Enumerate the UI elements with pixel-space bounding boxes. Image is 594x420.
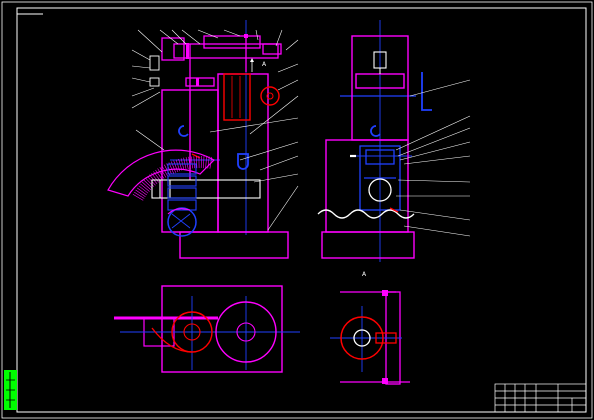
dial-tick xyxy=(193,156,195,169)
title-block xyxy=(494,383,587,413)
lower-wheel-arm xyxy=(167,208,191,215)
dial-tick xyxy=(175,159,181,172)
section-a-clamp xyxy=(375,332,397,344)
lower-gear-stack xyxy=(167,163,197,211)
dial-tick xyxy=(136,187,147,196)
dial-tick xyxy=(155,169,163,180)
front-view-arrow-label: A xyxy=(262,61,267,68)
front-hook-left xyxy=(178,125,189,137)
dial-tick xyxy=(188,156,191,169)
plan-view xyxy=(114,285,300,373)
dial-tick xyxy=(205,156,207,169)
side-gear-block xyxy=(359,145,401,211)
dial-tick xyxy=(159,167,167,178)
side-wheel xyxy=(368,178,392,202)
dial-tick xyxy=(147,176,156,186)
side-leaders xyxy=(395,79,471,237)
dial-tick xyxy=(190,156,193,169)
dial-tick xyxy=(138,185,149,194)
side-hook xyxy=(370,125,381,137)
dial-tick xyxy=(171,161,176,173)
dial-tick xyxy=(173,160,178,173)
dial-tick xyxy=(135,189,146,197)
dial-tick xyxy=(185,157,189,170)
dial-tick xyxy=(149,174,158,184)
plan-base xyxy=(161,285,283,373)
front-leaders xyxy=(131,29,299,231)
dial-tick xyxy=(203,156,205,169)
inner-border xyxy=(16,7,587,413)
dial-tick xyxy=(151,172,160,183)
dial-tick xyxy=(196,156,198,169)
dial-tick xyxy=(141,181,152,191)
work-slide xyxy=(151,179,261,199)
dial-tick xyxy=(209,156,212,169)
dial-tick xyxy=(134,191,145,199)
side-column xyxy=(321,35,415,259)
section-a-wheel-outer xyxy=(340,316,384,360)
side-wave xyxy=(317,209,415,219)
dial-tick xyxy=(178,158,183,171)
small-key-left xyxy=(149,55,160,71)
dial-tick xyxy=(143,179,153,189)
dial-tick xyxy=(140,183,150,192)
plan-wheel-large xyxy=(215,301,277,363)
side-bracket xyxy=(421,72,432,111)
dial-tick xyxy=(161,165,169,177)
dial-tick xyxy=(132,194,144,201)
plan-belt xyxy=(151,327,193,353)
lower-drive-wheel xyxy=(167,207,197,237)
section-a-view xyxy=(330,290,410,385)
front-view: A xyxy=(107,20,299,259)
front-hook-center xyxy=(237,153,249,170)
top-shaft-marks xyxy=(186,34,248,86)
section-a-label: A xyxy=(362,271,367,278)
side-view xyxy=(317,20,471,262)
margin-mark xyxy=(4,370,17,410)
dial-tick xyxy=(207,156,210,169)
small-key-left-lower xyxy=(149,77,160,87)
section-a-wheel-inner xyxy=(353,329,371,347)
motor-body xyxy=(223,73,251,121)
motor-pulley xyxy=(260,86,280,106)
top-gear-housing xyxy=(161,35,282,90)
dial-tick xyxy=(157,168,165,179)
